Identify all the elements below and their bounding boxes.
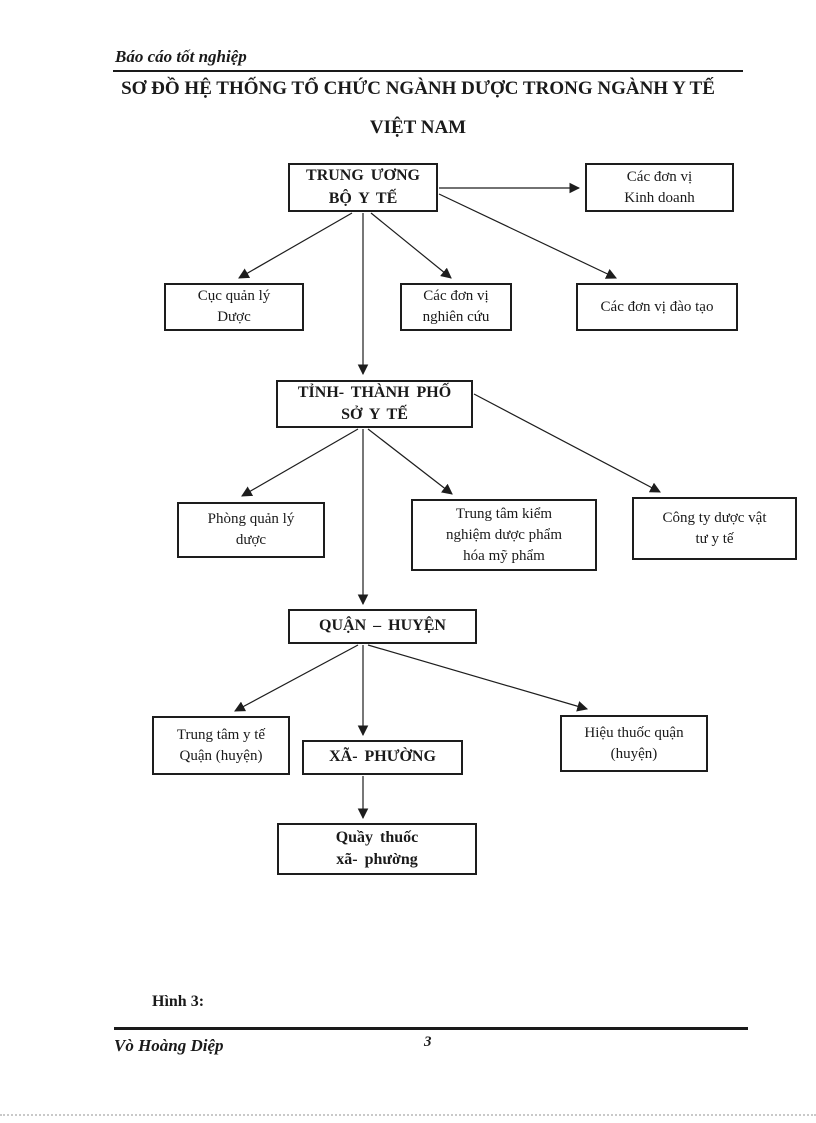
footer-page-number: 3 xyxy=(424,1034,432,1050)
scan-artifact-dotted-line xyxy=(0,1114,816,1116)
box-cong-ty-duoc-vat-tu-y-te: Công ty dược vật tư y tế xyxy=(632,497,797,560)
box-trung-tam-kiem-nghiem: Trung tâm kiểm nghiệm dược phẩm hóa mỹ p… xyxy=(411,499,597,571)
box-quay-thuoc-xa-phuong: Quầy thuốc xã- phường xyxy=(277,823,477,875)
header-running-title: Báo cáo tốt nghiệp xyxy=(115,47,247,66)
figure-caption: Hình 3: xyxy=(152,993,205,1010)
header-rule xyxy=(113,70,743,72)
connector-tinhtp-congty xyxy=(473,393,661,493)
box-trung-uong-bo-y-te: TRUNG ƯƠNG BỘ Y TẾ xyxy=(288,163,438,212)
connector-quanhuyen-hieuthuoc xyxy=(367,644,589,712)
box-cac-don-vi-kinh-doanh: Các đơn vị Kinh doanh xyxy=(585,163,734,212)
doc-title-line2: VIỆT NAM xyxy=(369,117,467,138)
box-xa-phuong: XÃ- PHƯỜNG xyxy=(302,740,463,775)
box-cac-don-vi-dao-tao: Các đơn vị đào tạo xyxy=(576,283,738,331)
box-cuc-quan-ly-duoc: Cục quản lý Dược xyxy=(164,283,304,331)
box-quan-huyen: QUẬN – HUYỆN xyxy=(288,609,477,644)
box-phong-quan-ly-duoc: Phòng quản lý dược xyxy=(177,502,325,558)
connector-quanhuyen-trungtamyte xyxy=(234,644,359,712)
doc-title-line1: SƠ ĐỒ HỆ THỐNG TỔ CHỨC NGÀNH DƯỢC TRONG … xyxy=(121,78,715,99)
connector-tinhtp-trungtamkiem xyxy=(367,428,453,495)
box-trung-tam-y-te-quan-huyen: Trung tâm y tế Quận (huyện) xyxy=(152,716,290,775)
footer-rule xyxy=(114,1027,748,1030)
connector-tinhtp-phongquanly xyxy=(241,428,359,497)
footer-author: Vò Hoàng Diệp xyxy=(114,1036,224,1055)
connector-trunguong-nghiencuu xyxy=(370,212,452,279)
connector-trunguong-cucquanly xyxy=(238,212,353,279)
box-hieu-thuoc-quan-huyen: Hiệu thuốc quận (huyện) xyxy=(560,715,708,772)
box-cac-don-vi-nghien-cuu: Các đơn vị nghiên cứu xyxy=(400,283,512,331)
box-tinh-thanh-pho-so-y-te: TỈNH- THÀNH PHỐ SỞ Y TẾ xyxy=(276,380,473,428)
